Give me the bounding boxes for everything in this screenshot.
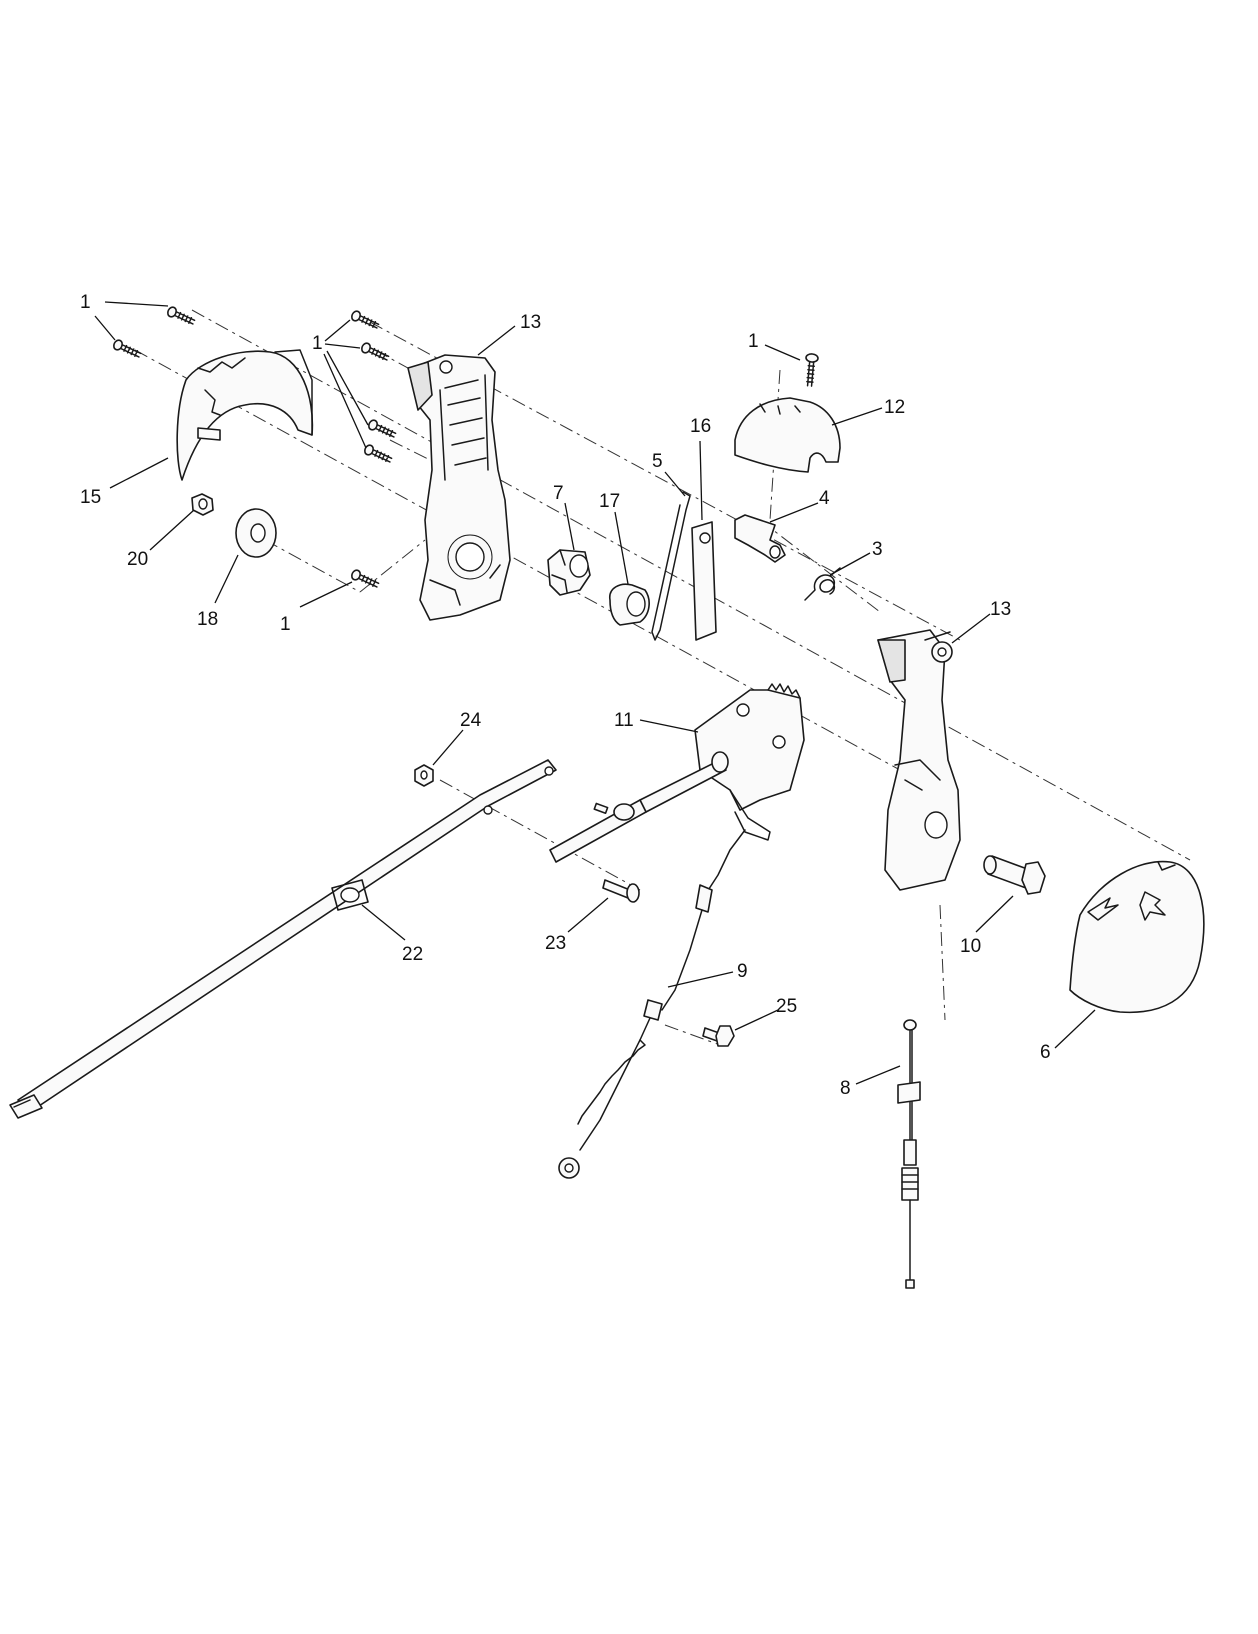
callout-label: 23 [545,933,566,954]
right-lever-part-13 [877,629,961,891]
bushing-part-17 [609,583,650,626]
callout-label: 1 [280,614,291,635]
screw-parts [113,306,819,588]
callout-label: 12 [884,397,905,418]
callout-label: 7 [553,483,564,504]
callout-label: 24 [460,710,482,731]
callout-label: 13 [520,312,541,333]
callout-label: 1 [312,333,323,354]
screw-1h [805,353,819,387]
screw-1b [113,339,142,358]
callout-label: 16 [690,416,711,437]
callout-label: 18 [197,609,218,630]
shaft-assembly [549,751,729,863]
callout-label: 11 [614,710,634,731]
callout-label: 3 [872,539,883,560]
callout-label: 13 [990,599,1011,620]
bolt-part-25 [702,1025,735,1047]
cable-part-8 [897,1019,921,1289]
screw-1e [368,419,397,438]
nut-part-24 [414,764,434,787]
gear-bracket-part-11 [694,683,805,841]
callout-label: 17 [599,491,620,512]
callout-label: 1 [80,292,91,313]
plate-part-16 [691,521,717,641]
cam-part-7 [547,549,591,596]
cable-part-9 [558,829,746,1179]
callout-label: 8 [840,1078,851,1099]
callout-label: 10 [960,936,981,957]
washer-part-18 [235,508,277,558]
knob-part-12 [734,397,841,473]
nut-part-20 [191,493,214,516]
callout-labels: 1 1 1 1 13 12 16 5 4 7 17 3 15 20 18 13 … [80,292,1051,1099]
pin-part-23 [602,879,640,903]
screw-1c [351,310,380,329]
spring-wire-part-5 [651,491,691,641]
screw-1d [361,342,390,361]
screw-1g [351,569,380,588]
long-rod-part-22 [9,759,557,1119]
left-bracket-part-13 [407,354,511,621]
callout-label: 15 [80,487,101,508]
pivot-bolt-part-10 [983,855,1046,895]
screw-1a [167,306,196,325]
callout-leaders [94,301,1096,1085]
callout-label: 20 [127,549,148,570]
callout-label: 4 [819,488,830,509]
right-cover-part-6 [1069,860,1205,1014]
callout-label: 1 [748,331,759,352]
callout-label: 22 [402,944,423,965]
bracket-part-4 [734,514,786,563]
callout-label: 6 [1040,1042,1051,1063]
callout-label: 5 [652,451,663,472]
left-cover-part-15 [176,349,314,481]
callout-label: 25 [776,996,797,1017]
callout-label: 9 [737,961,748,982]
screw-1f [364,444,393,463]
